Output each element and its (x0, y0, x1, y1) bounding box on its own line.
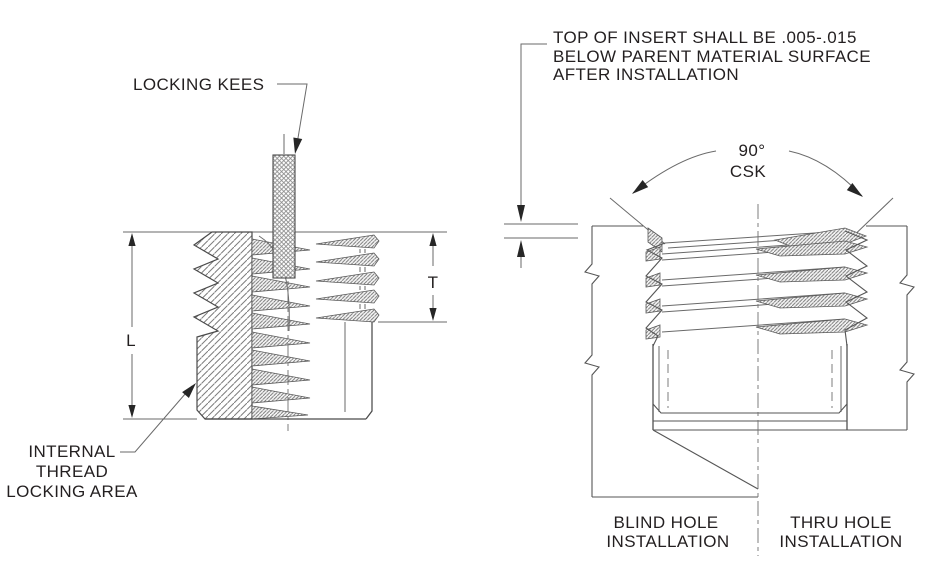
internal-thread-wedges-left (251, 238, 311, 420)
insert-body-outline (205, 322, 373, 420)
gap-arrow-down (517, 205, 525, 222)
locking-kees-label: LOCKING KEES (133, 75, 264, 94)
internal-thread-label-line1: INTERNAL (28, 442, 115, 461)
dim-l-label: L (126, 331, 136, 350)
dim-t-arrow-bottom (429, 308, 437, 321)
blind-hole-label-line1: BLIND HOLE (613, 513, 718, 532)
internal-thread-leader (120, 385, 193, 453)
csk-angle-label: 90° (739, 141, 766, 160)
parent-edge-right (899, 226, 915, 430)
external-thread-wedges-right (315, 234, 380, 323)
note-line3: AFTER INSTALLATION (553, 65, 739, 84)
drill-point-cone (652, 429, 759, 490)
thread-edge-left (645, 242, 666, 347)
flushness-gap-dimension (504, 43, 578, 268)
left-view-sectioned-insert: LOCKING KEES L T INTERNAL THREAD LOCKING… (6, 75, 447, 501)
thread-edge-right (844, 230, 869, 347)
dim-t-label: T (428, 273, 439, 292)
dim-l-arrow-top (128, 233, 136, 246)
csk-arrow-left (632, 179, 649, 194)
gap-arrow-up (517, 240, 525, 257)
shank-inner-walls (658, 346, 842, 412)
dim-t-arrow-top (429, 233, 437, 246)
locking-key (272, 154, 296, 279)
blind-hole-label-line2: INSTALLATION (606, 532, 729, 551)
note-line2: BELOW PARENT MATERIAL SURFACE (553, 47, 871, 66)
thru-hole-label-line1: THRU HOLE (790, 513, 892, 532)
internal-thread-arrow (182, 383, 196, 399)
note-line1: TOP OF INSERT SHALL BE .005-.015 (553, 28, 857, 47)
installed-insert-section (645, 204, 869, 556)
csk-arrow-right (846, 182, 863, 197)
locking-kees-leader (277, 83, 308, 151)
thru-hole-label-line2: INSTALLATION (779, 532, 902, 551)
internal-thread-label-line2: THREAD (36, 462, 108, 481)
csk-label: CSK (730, 162, 766, 181)
bore-hidden-lines (667, 350, 833, 408)
section-wall-hatched (192, 231, 253, 420)
parent-material-outline (584, 225, 915, 498)
internal-thread-label-line3: LOCKING AREA (6, 482, 138, 501)
parent-edge-left (584, 226, 600, 497)
thread-crest-lines (661, 240, 846, 333)
insert-bottom-inner (652, 403, 848, 414)
locking-kees-arrow (293, 137, 303, 154)
installation-note: TOP OF INSERT SHALL BE .005-.015 BELOW P… (553, 28, 871, 84)
gap-reference-lines (504, 223, 578, 239)
shank-outer-walls (652, 344, 848, 430)
countersink-callout: 90° CSK (609, 141, 894, 245)
gap-leader (520, 43, 547, 216)
dim-l-arrow-bottom (128, 405, 136, 418)
right-view-installed-insert: 90° CSK (504, 28, 915, 556)
